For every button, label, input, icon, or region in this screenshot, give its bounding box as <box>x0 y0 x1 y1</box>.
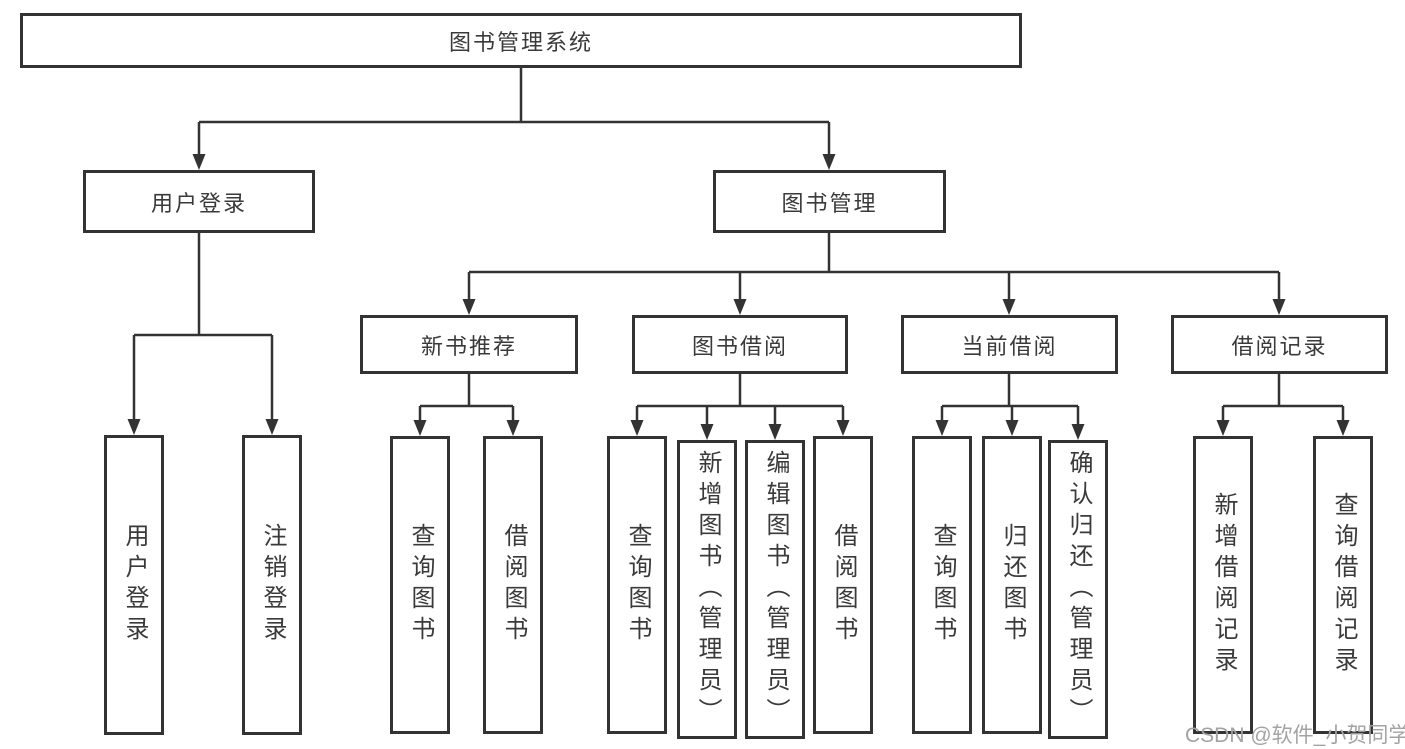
leaf-query-borrow-record: 查询借阅记录 <box>1313 436 1373 734</box>
node-current-borrow: 当前借阅 <box>901 315 1118 374</box>
leaf-edit-book-admin: 编辑图书（管理员） <box>745 440 805 739</box>
node-new-book-recommend: 新书推荐 <box>360 315 578 374</box>
leaf-confirm-return-admin: 确认归还（管理员） <box>1048 440 1108 739</box>
csdn-watermark: CSDN @软件_小贺同学 <box>1185 724 1405 747</box>
arrowheads <box>127 154 1350 440</box>
node-user-login-branch: 用户登录 <box>83 170 315 233</box>
leaf-query-book-2: 查询图书 <box>607 436 667 734</box>
leaf-borrow-book-1: 借阅图书 <box>483 436 543 734</box>
node-book-borrow: 图书借阅 <box>632 315 848 374</box>
node-library-management-system: 图书管理系统 <box>20 13 1022 68</box>
leaf-query-book-1: 查询图书 <box>390 436 450 734</box>
node-book-management-branch: 图书管理 <box>713 170 946 233</box>
leaf-borrow-book-2: 借阅图书 <box>813 436 873 734</box>
leaf-logout: 注销登录 <box>242 435 302 735</box>
leaf-return-book: 归还图书 <box>982 436 1042 734</box>
leaf-query-book-3: 查询图书 <box>912 436 972 734</box>
leaf-add-borrow-record: 新增借阅记录 <box>1193 436 1253 734</box>
leaf-add-book-admin: 新增图书（管理员） <box>677 440 737 739</box>
leaf-user-login: 用户登录 <box>104 435 164 735</box>
node-borrow-record: 借阅记录 <box>1171 315 1388 374</box>
